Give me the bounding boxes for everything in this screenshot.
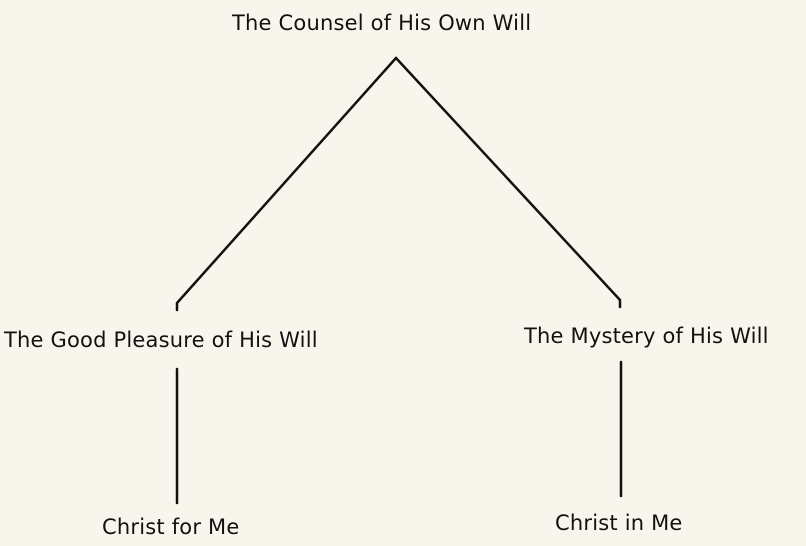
left-child-label: Christ for Me bbox=[102, 515, 240, 539]
right-child-label: Christ in Me bbox=[555, 511, 683, 535]
left-branch-label: The Good Pleasure of His Will bbox=[4, 328, 318, 352]
root-to-right-branch-line bbox=[394, 56, 622, 309]
root-to-left-branch-line bbox=[175, 56, 398, 312]
right-branch-label: The Mystery of His Will bbox=[524, 324, 769, 348]
root-node-label: The Counsel of His Own Will bbox=[232, 11, 532, 35]
